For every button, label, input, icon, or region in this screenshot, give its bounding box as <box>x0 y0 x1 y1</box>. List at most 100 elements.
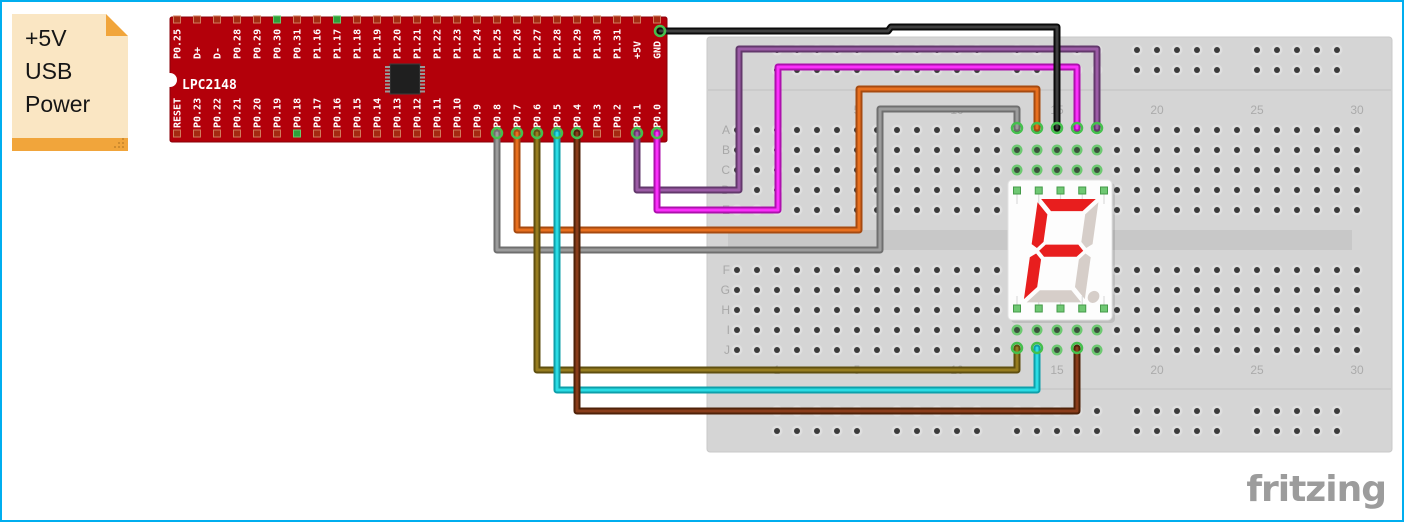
hole-center <box>1214 347 1220 353</box>
pin-pad-D-[interactable] <box>213 15 221 24</box>
wire-olive-P0.6[interactable] <box>533 129 1021 374</box>
hole-center <box>814 287 820 293</box>
note-resize-grip[interactable] <box>122 146 124 148</box>
pin-pad-P0.18[interactable] <box>293 129 301 138</box>
wire-connector[interactable] <box>653 24 667 38</box>
display-pin[interactable] <box>1056 186 1065 195</box>
wire-black-GND[interactable] <box>656 23 1061 132</box>
pin-pad-P0.3[interactable] <box>593 129 601 138</box>
display-pin[interactable] <box>1013 304 1021 313</box>
wire-connector[interactable] <box>1050 121 1064 135</box>
pin-pad-P0.14[interactable] <box>373 129 381 138</box>
wire-purple-P0.1[interactable] <box>633 45 1101 194</box>
pin-pad-P1.28[interactable] <box>553 15 561 24</box>
wire-connector[interactable] <box>1030 341 1044 355</box>
pin-pad-P0.11[interactable] <box>433 129 441 138</box>
wire-connector[interactable] <box>1070 121 1084 135</box>
pin-pad-P1.17[interactable] <box>333 15 341 24</box>
wire-connector[interactable] <box>550 126 564 140</box>
pin-pad-RESET[interactable] <box>173 129 181 138</box>
seven-segment-display[interactable] <box>1007 179 1115 323</box>
pin-pad-P1.18[interactable] <box>353 15 361 24</box>
hole-center <box>1354 187 1360 193</box>
wire-connector[interactable] <box>570 126 584 140</box>
display-pin[interactable] <box>1034 304 1043 313</box>
pin-pad-P0.2[interactable] <box>613 129 621 138</box>
hole-center <box>994 287 1000 293</box>
display-pin[interactable] <box>1056 304 1065 313</box>
hole-center <box>1174 147 1180 153</box>
wire-connector[interactable] <box>1010 121 1024 135</box>
hole-center <box>1314 67 1320 73</box>
pin-pad-P1.26[interactable] <box>513 15 521 24</box>
pin-pad-P0.20[interactable] <box>253 129 261 138</box>
column-number: 30 <box>1350 363 1364 377</box>
pin-pad-P0.30[interactable] <box>273 15 281 24</box>
wire-brown-P0.4[interactable] <box>573 129 1081 415</box>
pin-pad-P1.29[interactable] <box>573 15 581 24</box>
pin-pad-P1.31[interactable] <box>613 15 621 24</box>
pin-pad-P0.23[interactable] <box>193 129 201 138</box>
hole-center <box>914 187 920 193</box>
hole-center <box>974 287 980 293</box>
pin-pad-P0.12[interactable] <box>413 129 421 138</box>
pin-pad-P0.10[interactable] <box>453 129 461 138</box>
wire-connector[interactable] <box>1070 341 1084 355</box>
wire-connector[interactable] <box>1090 121 1104 135</box>
wire-gray-P0.8[interactable] <box>493 105 1021 254</box>
pin-pad-P0.22[interactable] <box>213 129 221 138</box>
pin-pad-D+[interactable] <box>193 15 201 24</box>
pin-pad-P0.19[interactable] <box>273 129 281 138</box>
wire-connector[interactable] <box>530 126 544 140</box>
pin-label-P1.27: P1.27 <box>533 29 544 59</box>
pin-pad-P0.25[interactable] <box>173 15 181 24</box>
board-notch <box>163 73 177 87</box>
wire-connector[interactable] <box>490 126 504 140</box>
hole-center <box>994 307 1000 313</box>
sticky-note[interactable]: +5V USB Power <box>12 14 128 151</box>
pin-pad-P1.25[interactable] <box>493 15 501 24</box>
wire-cyan-P0.5[interactable] <box>553 129 1041 394</box>
pin-pad-P0.9[interactable] <box>473 129 481 138</box>
pin-pad-P0.21[interactable] <box>233 129 241 138</box>
hole-center <box>1334 307 1340 313</box>
pin-pad-P0.17[interactable] <box>313 129 321 138</box>
pin-pad-P1.20[interactable] <box>393 15 401 24</box>
display-pin[interactable] <box>1100 304 1108 313</box>
hole-center <box>1334 267 1340 273</box>
pin-pad-+5V[interactable] <box>633 15 641 24</box>
hole-center <box>1234 147 1240 153</box>
hole-center <box>1054 147 1060 153</box>
wire-orange-P0.7[interactable] <box>513 85 1041 234</box>
hole-center <box>1334 327 1340 333</box>
pin-pad-P0.15[interactable] <box>353 129 361 138</box>
display-pin[interactable] <box>1034 186 1043 195</box>
pin-pad-P0.16[interactable] <box>333 129 341 138</box>
pin-pad-P0.29[interactable] <box>253 15 261 24</box>
wire-connector[interactable] <box>1030 121 1044 135</box>
pin-pad-P1.30[interactable] <box>593 15 601 24</box>
display-pin[interactable] <box>1078 186 1087 195</box>
pin-pad-P1.21[interactable] <box>413 15 421 24</box>
hole-center <box>1334 207 1340 213</box>
pin-pad-GND[interactable] <box>653 15 661 24</box>
pin-pad-P1.22[interactable] <box>433 15 441 24</box>
wire-connector[interactable] <box>1010 341 1024 355</box>
wire-connector[interactable] <box>510 126 524 140</box>
pin-pad-P1.23[interactable] <box>453 15 461 24</box>
display-pin[interactable] <box>1013 186 1021 195</box>
pin-pad-P1.24[interactable] <box>473 15 481 24</box>
pin-pad-P0.13[interactable] <box>393 129 401 138</box>
pin-pad-P0.31[interactable] <box>293 15 301 24</box>
pin-pad-P1.19[interactable] <box>373 15 381 24</box>
wire-connector[interactable] <box>650 126 664 140</box>
display-pin[interactable] <box>1100 186 1108 195</box>
wire-magenta-P0.0[interactable] <box>653 63 1081 214</box>
pin-label-P0.23: P0.23 <box>193 98 204 128</box>
display-pin[interactable] <box>1078 304 1087 313</box>
pin-pad-P0.28[interactable] <box>233 15 241 24</box>
pin-pad-P1.27[interactable] <box>533 15 541 24</box>
wire-connector[interactable] <box>630 126 644 140</box>
pin-pad-P1.16[interactable] <box>313 15 321 24</box>
